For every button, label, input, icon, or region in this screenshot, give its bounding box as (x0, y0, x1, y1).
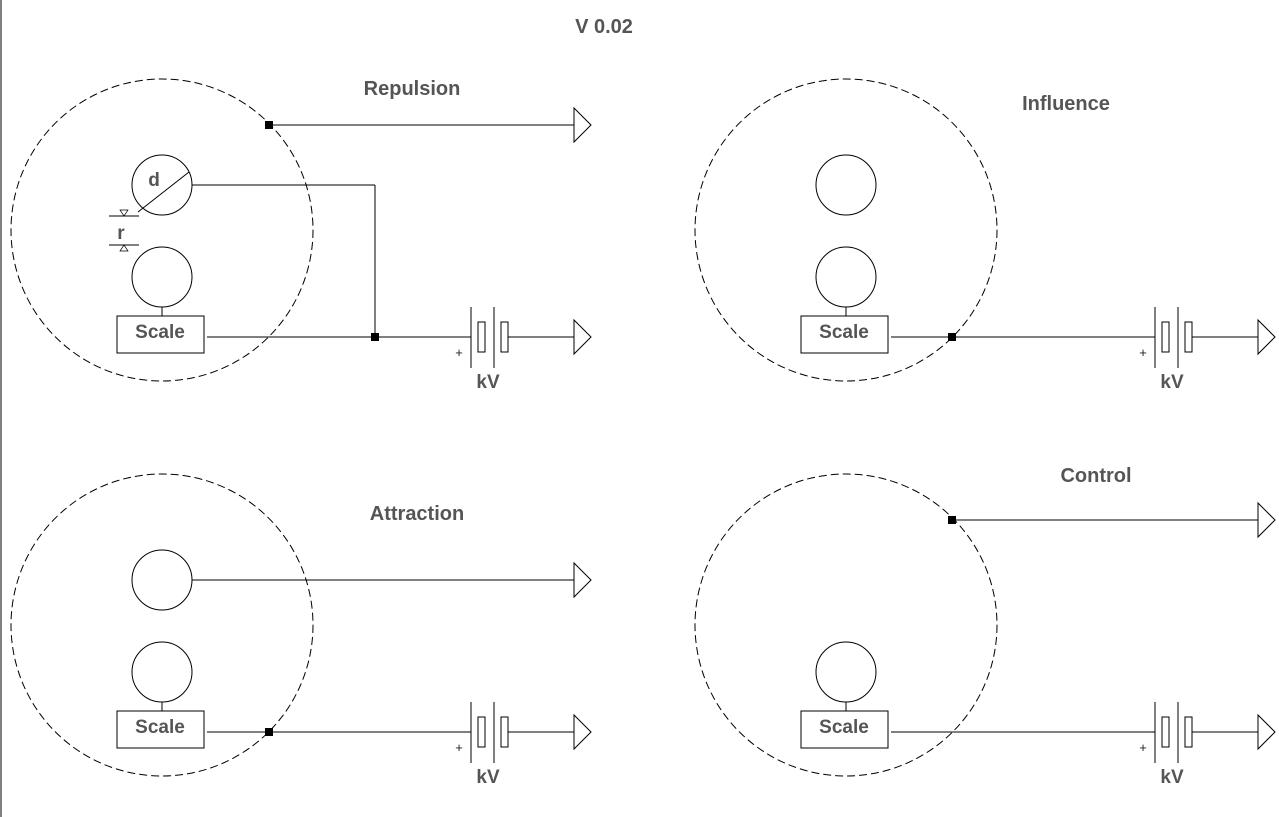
plus-sign: + (1139, 740, 1147, 755)
hv-output-arrow-icon (573, 713, 592, 751)
lower-sphere (815, 641, 877, 703)
scale-box (116, 315, 205, 354)
panel-title: Control (1060, 465, 1131, 487)
scale-box (116, 710, 205, 749)
hv-output-arrow-icon (573, 318, 592, 356)
gap-arrow-icon (119, 209, 129, 217)
panel-title: Influence (1022, 93, 1110, 115)
field-output-arrow-icon (1257, 501, 1276, 539)
dashed-field-boundary (694, 473, 998, 777)
upper-sphere (131, 154, 193, 216)
hv-output-arrow-icon (1257, 713, 1276, 751)
lower-sphere (131, 246, 193, 308)
scale-label: Scale (819, 717, 869, 738)
field-output-arrow-icon (573, 106, 592, 144)
plus-sign: + (1139, 345, 1147, 360)
version-label: V 0.02 (575, 16, 633, 38)
upper-sphere (131, 549, 193, 611)
diameter-label: d (148, 170, 160, 191)
plus-sign: + (455, 740, 463, 755)
scale-label: Scale (135, 717, 185, 738)
panel-title: Repulsion (364, 78, 461, 100)
upper-sphere (815, 154, 877, 216)
scale-box (800, 710, 889, 749)
junction-node (948, 516, 956, 524)
lower-sphere (815, 246, 877, 308)
panel-title: Attraction (370, 503, 464, 525)
battery-cell (1184, 716, 1193, 748)
battery-cell (1161, 716, 1170, 748)
junction-node (265, 728, 273, 736)
dashed-field-boundary (10, 78, 314, 382)
hv-output-arrow-icon (1257, 318, 1276, 356)
battery-cell (500, 716, 509, 748)
battery-cell (1161, 321, 1170, 353)
distance-label: r (117, 223, 125, 244)
plus-sign: + (455, 345, 463, 360)
lower-sphere (131, 641, 193, 703)
diameter-line (137, 171, 190, 213)
battery-cell (500, 321, 509, 353)
junction-node (948, 333, 956, 341)
scale-label: Scale (819, 322, 869, 343)
dashed-field-boundary (694, 78, 998, 382)
sphere-output-arrow-icon (573, 561, 592, 599)
battery-cell (477, 716, 486, 748)
scale-label: Scale (135, 322, 185, 343)
kv-label: kV (1160, 372, 1184, 393)
gap-arrow-icon (119, 244, 129, 252)
dashed-field-boundary (10, 473, 314, 777)
scale-box (800, 315, 889, 354)
battery-cell (1184, 321, 1193, 353)
junction-node (265, 121, 273, 129)
kv-label: kV (476, 372, 500, 393)
kv-label: kV (1160, 767, 1184, 788)
battery-cell (477, 321, 486, 353)
kv-label: kV (476, 767, 500, 788)
